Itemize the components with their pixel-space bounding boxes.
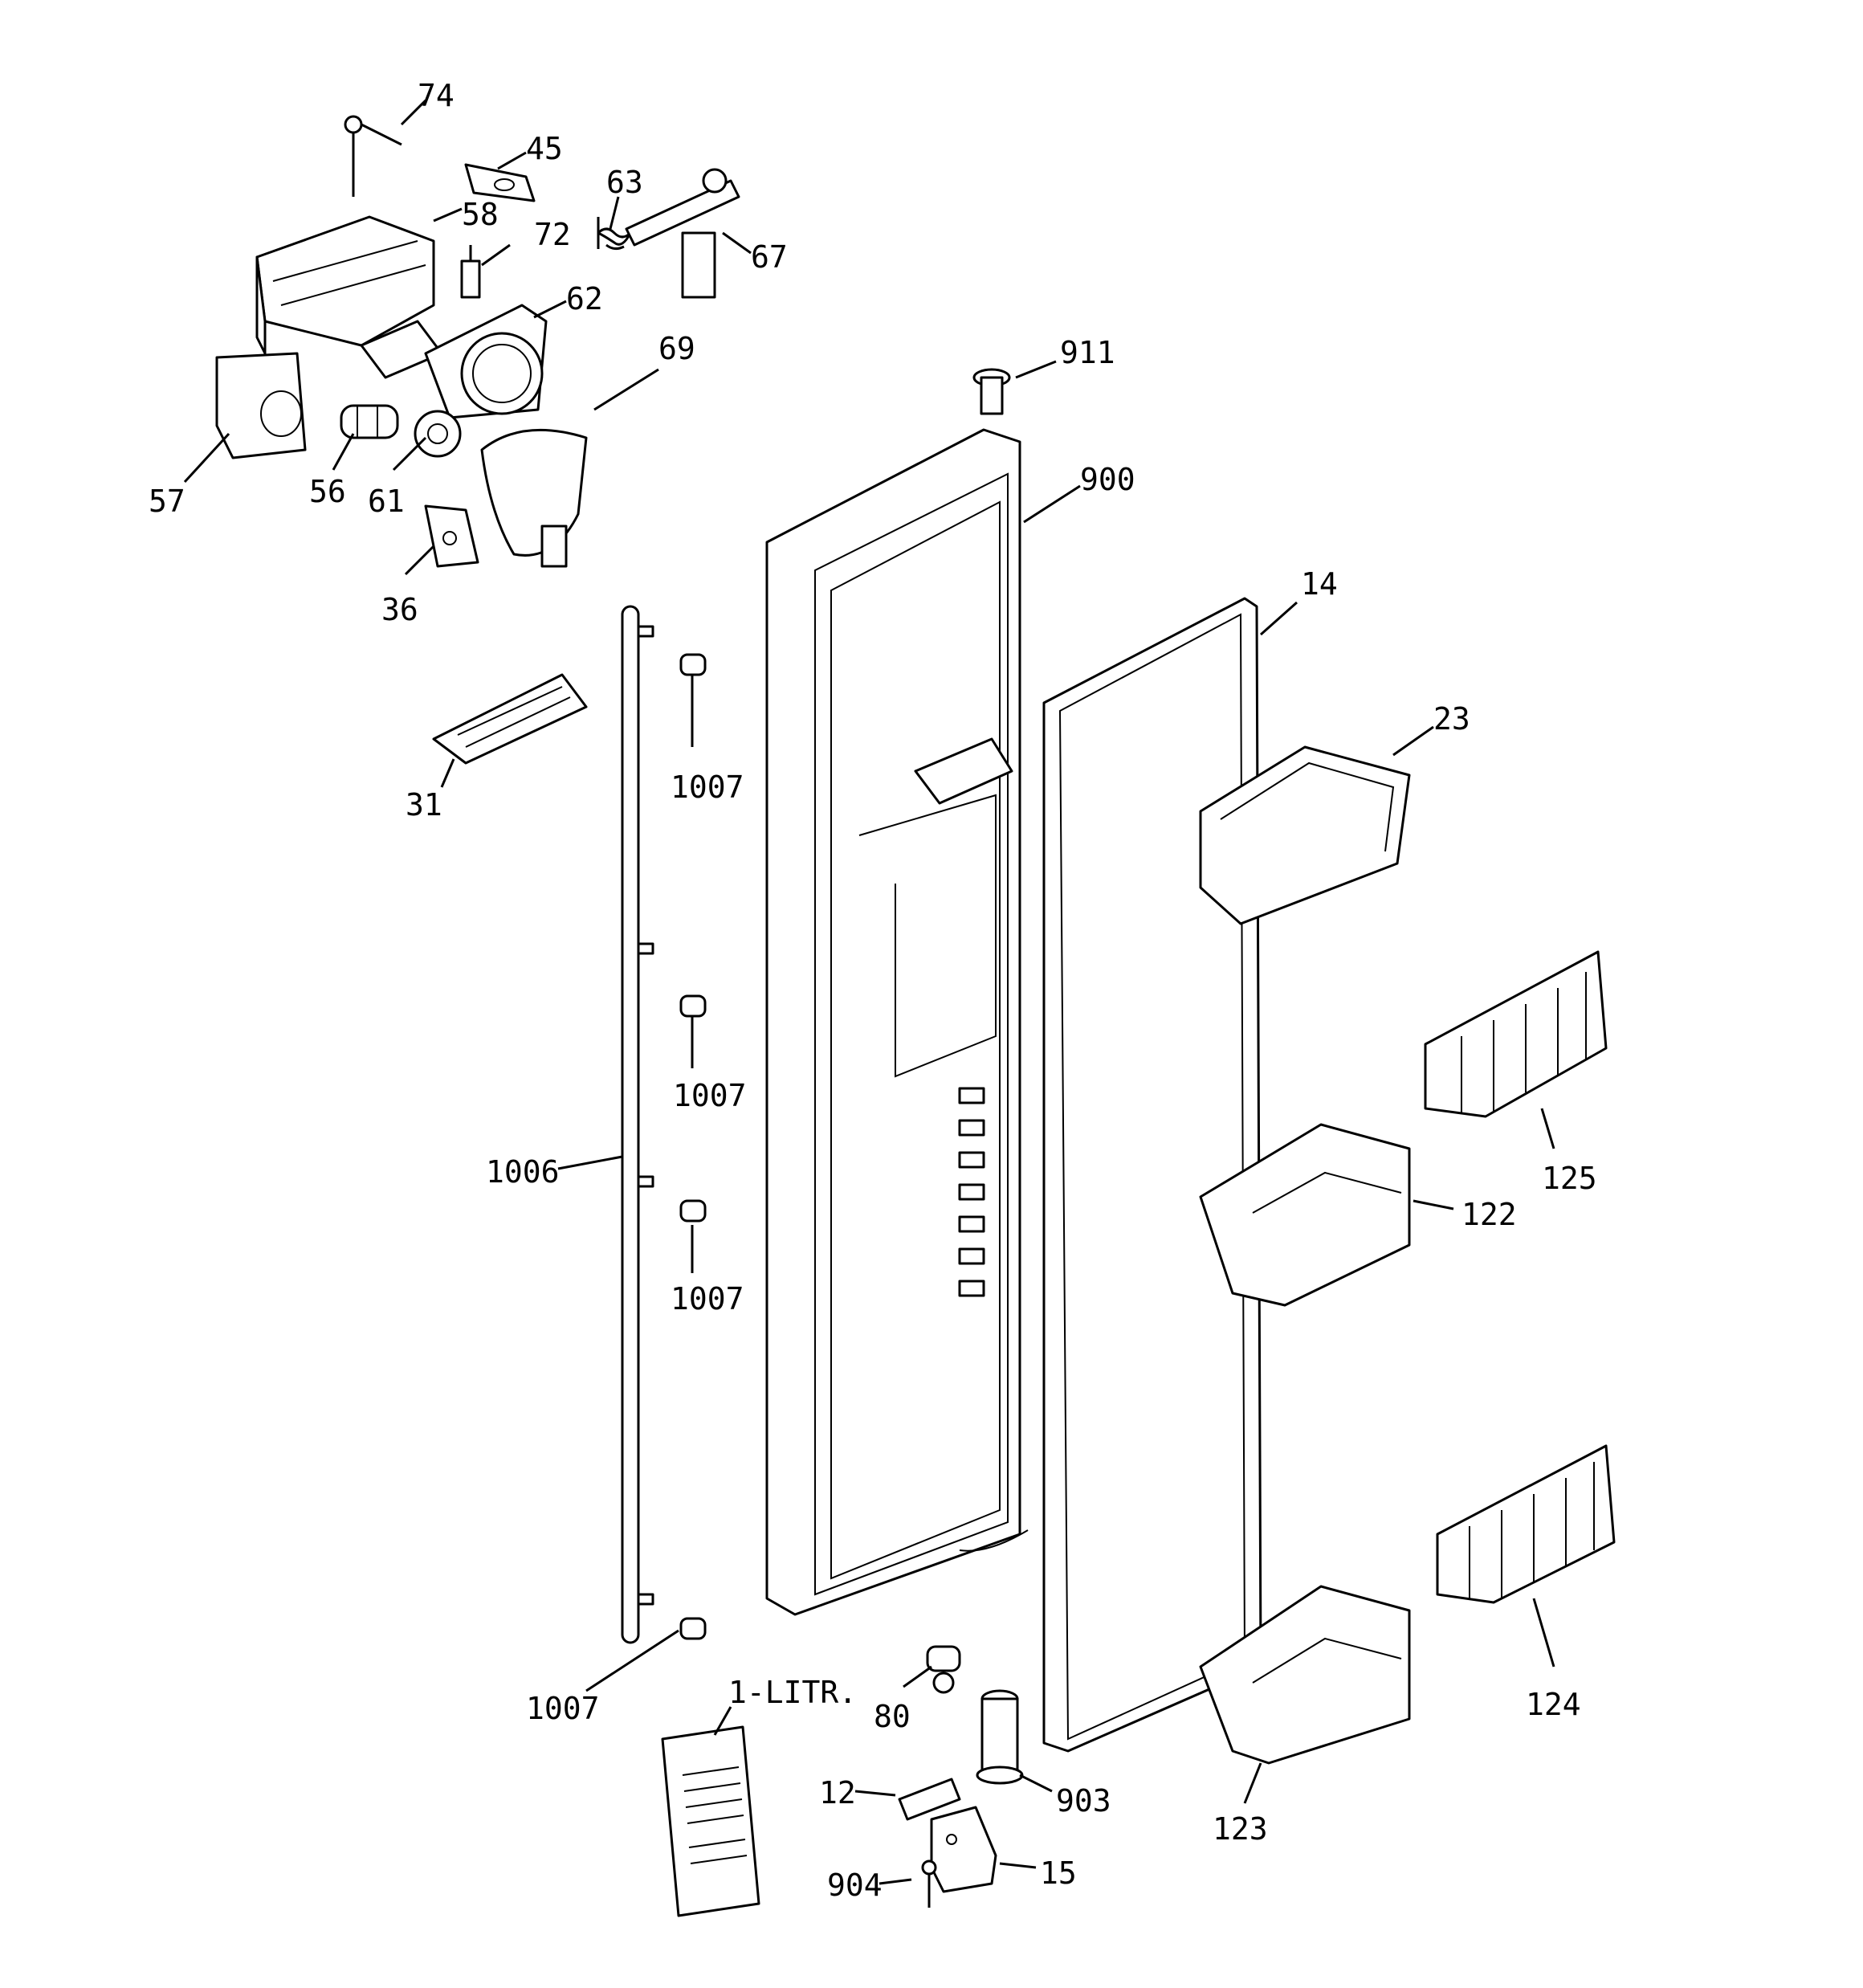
callout-1007-c: 1007	[671, 1281, 744, 1316]
callout-123: 123	[1213, 1811, 1268, 1847]
part-31-cover	[432, 673, 588, 765]
callout-23: 23	[1433, 701, 1470, 737]
callout-80: 80	[874, 1699, 911, 1734]
callout-125: 125	[1542, 1161, 1597, 1196]
leader-lines	[183, 99, 1555, 1885]
callout-45: 45	[526, 131, 563, 166]
part-80-cap	[926, 1645, 961, 1694]
door-shelf-clips	[958, 1087, 985, 1297]
part-74-spring	[344, 115, 402, 197]
callout-904: 904	[827, 1868, 883, 1903]
part-1006-handle	[621, 605, 654, 1644]
part-903-pin	[976, 1689, 1024, 1785]
callout-1007-d: 1007	[526, 1691, 600, 1726]
callout-1007-a: 1007	[671, 769, 744, 805]
part-45-bracket	[464, 163, 536, 202]
part-125-basket	[1424, 950, 1608, 1118]
callout-61: 61	[368, 484, 405, 519]
callout-57: 57	[149, 484, 185, 519]
part-1-litr-manual	[661, 1725, 760, 1917]
part-58-chute-housing	[255, 215, 443, 379]
callout-124: 124	[1526, 1687, 1581, 1722]
part-61-gear	[414, 410, 462, 458]
part-122-bin	[1199, 1123, 1411, 1307]
part-904-screw	[921, 1859, 937, 1908]
callout-903: 903	[1056, 1783, 1111, 1819]
callout-67: 67	[751, 239, 788, 275]
callout-14: 14	[1301, 566, 1338, 602]
callout-1006: 1006	[486, 1154, 560, 1190]
part-14-gasket	[1042, 597, 1262, 1753]
callout-31: 31	[406, 787, 442, 823]
callout-15: 15	[1040, 1855, 1077, 1891]
callout-63: 63	[606, 165, 643, 200]
callout-72: 72	[534, 217, 571, 252]
callout-1007-b: 1007	[673, 1078, 747, 1113]
part-900-door	[765, 428, 1029, 1616]
callout-74: 74	[418, 78, 455, 113]
callout-58: 58	[462, 197, 499, 232]
part-15-hinge	[930, 1806, 997, 1893]
callout-62: 62	[566, 281, 603, 316]
part-67-actuator	[625, 168, 740, 299]
part-62-auger-housing	[424, 304, 548, 419]
callout-1-litr: 1-LITR.	[728, 1675, 857, 1710]
part-56-coupler	[340, 404, 399, 439]
callout-69: 69	[658, 331, 695, 366]
part-36-bracket	[424, 504, 479, 568]
part-63-spring	[597, 217, 632, 251]
part-72-switch	[460, 245, 481, 299]
part-911-bushing	[972, 368, 1011, 415]
callout-labels: 74 45 63 58 72 67 62 69 911 57 56 61 900…	[149, 78, 1597, 1903]
part-124-basket	[1436, 1444, 1616, 1604]
part-57-motor-housing	[215, 352, 307, 459]
callout-900: 900	[1080, 462, 1135, 497]
callout-36: 36	[381, 592, 418, 627]
callout-12: 12	[819, 1775, 856, 1810]
callout-56: 56	[309, 474, 346, 509]
part-123-bin	[1199, 1585, 1411, 1765]
callout-122: 122	[1461, 1197, 1517, 1232]
callout-911: 911	[1060, 335, 1115, 370]
part-12-plate	[898, 1778, 961, 1821]
part-69-chute-door	[480, 428, 588, 568]
part-23-bin	[1199, 745, 1411, 925]
part-1007-caps	[679, 653, 707, 1640]
